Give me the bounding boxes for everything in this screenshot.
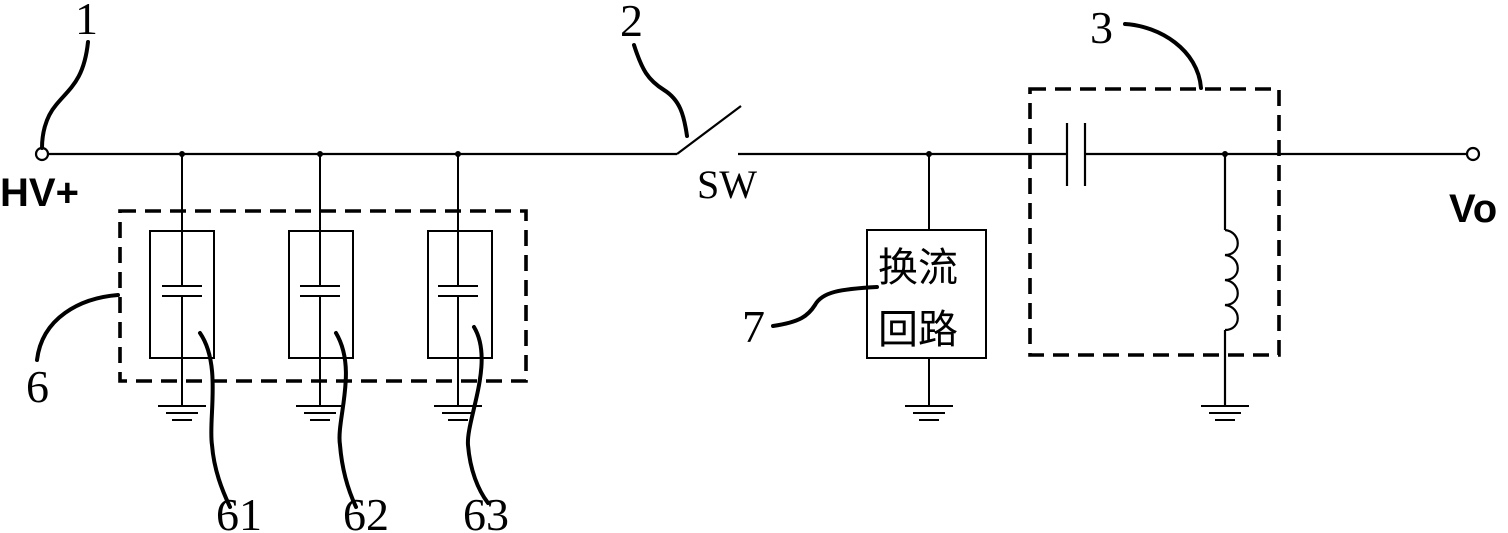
series-capacitor-icon bbox=[1065, 123, 1087, 186]
commutation-circuit-box bbox=[866, 229, 987, 359]
switch-sw bbox=[676, 105, 742, 155]
leader-line-3 bbox=[1123, 22, 1203, 90]
capacitor-unit-62 bbox=[288, 154, 354, 421]
ref-label-7: 7 bbox=[742, 301, 765, 352]
ref-label-61: 61 bbox=[216, 489, 262, 533]
switch-label: SW bbox=[697, 162, 757, 207]
commutation-label-line2: 回路 bbox=[878, 307, 958, 353]
capacitor-unit-61 bbox=[149, 154, 215, 421]
leader-line-1 bbox=[40, 40, 90, 150]
ref-label-1: 1 bbox=[75, 0, 98, 44]
ref-label-2: 2 bbox=[620, 0, 643, 46]
ref-label-63: 63 bbox=[463, 489, 509, 533]
ref-label-6: 6 bbox=[26, 361, 49, 412]
leader-line-61 bbox=[198, 331, 232, 509]
filter-enclosure bbox=[1028, 87, 1281, 357]
ground-icon bbox=[905, 405, 953, 421]
capacitor-unit-63 bbox=[427, 154, 493, 421]
output-terminal-icon bbox=[1465, 146, 1481, 162]
switch-blade-icon bbox=[676, 105, 742, 155]
ref-label-62: 62 bbox=[343, 489, 389, 533]
ref-label-3: 3 bbox=[1090, 2, 1113, 53]
capacitor-bank-enclosure bbox=[118, 209, 528, 383]
leader-line-62 bbox=[334, 331, 358, 509]
leader-line-63 bbox=[465, 325, 490, 505]
ground-icon bbox=[1201, 405, 1249, 421]
output-terminal-label: Vo bbox=[1449, 187, 1497, 231]
inductor-icon bbox=[1224, 228, 1239, 332]
input-terminal-label: HV+ bbox=[0, 171, 79, 215]
commutation-label-line1: 换流 bbox=[878, 245, 958, 291]
leader-line-6 bbox=[35, 293, 120, 362]
leader-line-2 bbox=[632, 43, 689, 138]
leader-line-7 bbox=[771, 285, 879, 328]
